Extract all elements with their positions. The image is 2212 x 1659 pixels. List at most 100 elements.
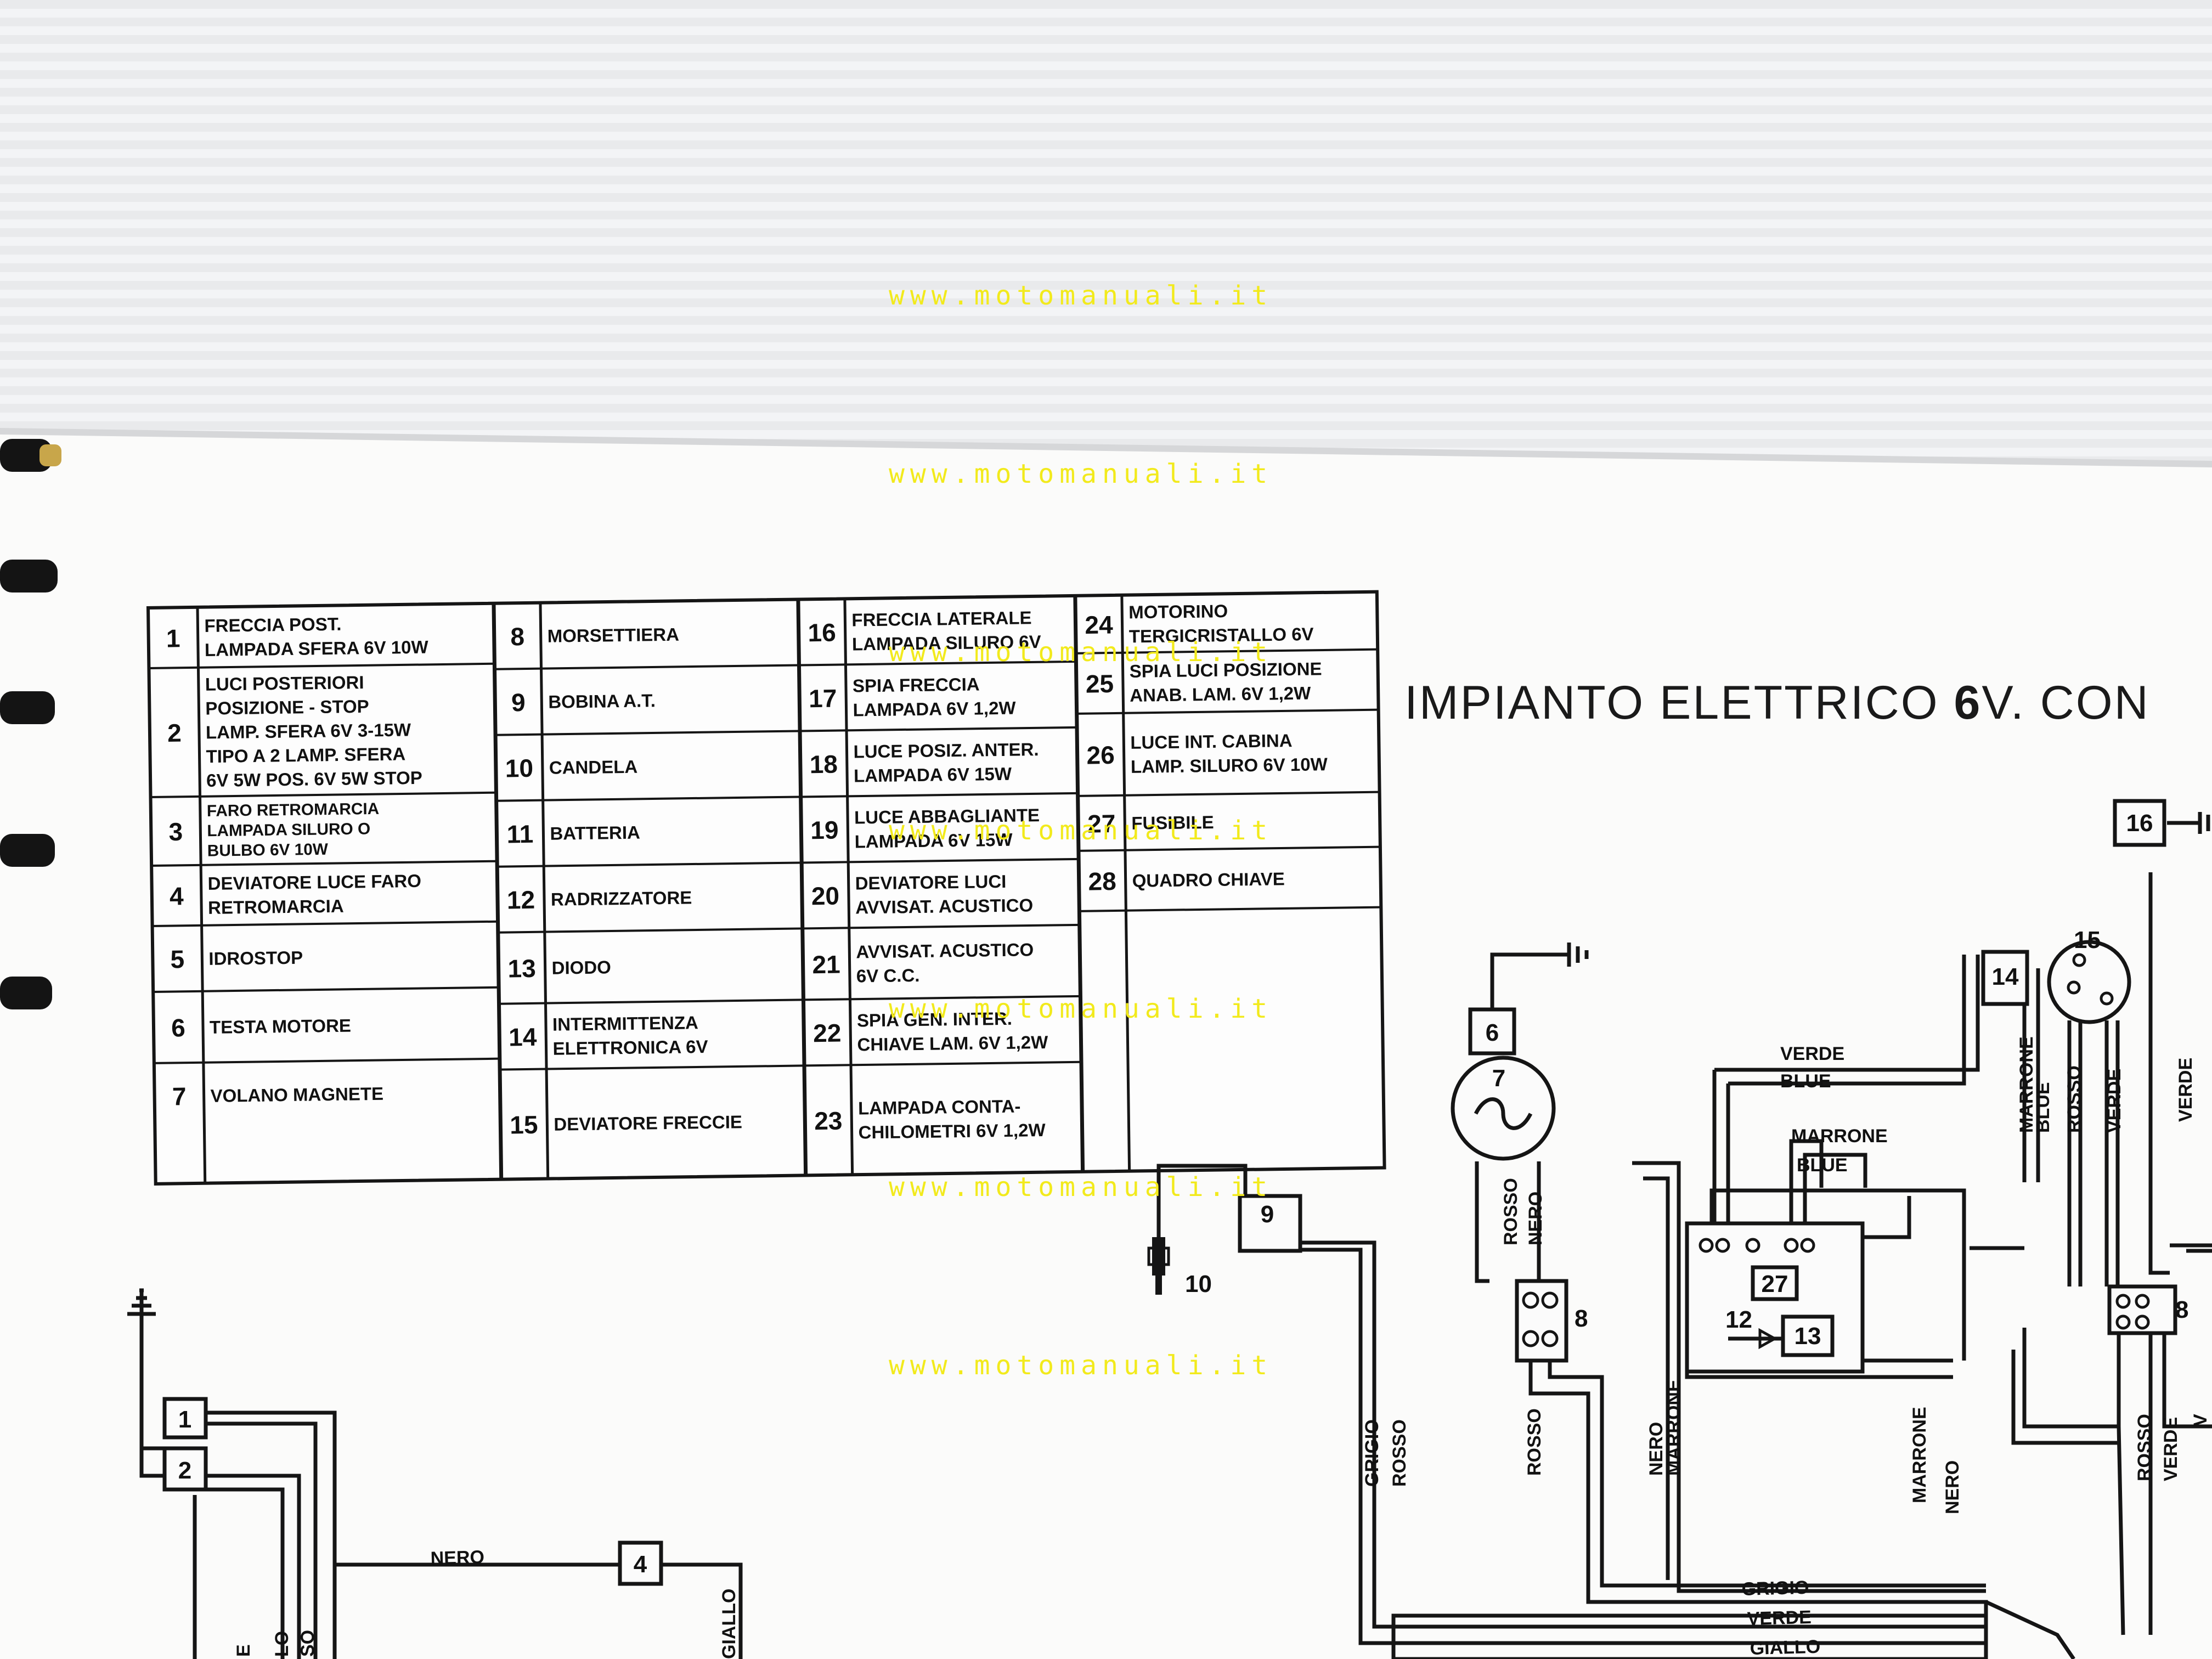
legend-item-description: INTERMITTENZA — [552, 1012, 698, 1034]
legend-item-description: LAMPADA SILURO O — [207, 820, 370, 840]
svg-text:27: 27 — [1762, 1271, 1788, 1297]
wire-label: VERDE — [1747, 1607, 1812, 1629]
component-16: 16 — [2113, 799, 2166, 847]
legend-item-number: 22 — [813, 1019, 842, 1048]
wire-label: GRIGIO — [1741, 1577, 1809, 1600]
legend-item-description: CHILOMETRI 6V 1,2W — [858, 1120, 1046, 1142]
legend-item-description: LAMPADA 6V 15W — [854, 830, 1013, 852]
legend-item-description: SPIA FRECCIA — [853, 674, 980, 696]
page-edge-shadow — [0, 428, 2212, 467]
legend-item-number: 26 — [1086, 741, 1115, 770]
wire-label: MARRONE — [1909, 1407, 1930, 1503]
legend-item-number: 6 — [171, 1013, 185, 1042]
legend-item-description: LAMP. SILURO 6V 10W — [1131, 754, 1328, 777]
wire-label: MARRONE — [1791, 1126, 1888, 1147]
component-8-right-terminal-block: 8 — [2107, 1284, 2188, 1335]
legend-item-description: POSIZIONE - STOP — [205, 696, 369, 719]
legend-item-description: BATTERIA — [550, 822, 640, 844]
legend-item-number: 27 — [1087, 809, 1116, 838]
legend-item-number: 7 — [172, 1082, 187, 1110]
wire-label: GRIGIO — [1362, 1419, 1383, 1487]
legend-item-number: 3 — [168, 817, 183, 846]
component-4: 4 — [618, 1541, 663, 1586]
legend-item-description: LAMPADA 6V 1,2W — [853, 698, 1016, 720]
legend-item-description: LUCE ABBAGLIANTE — [854, 805, 1040, 827]
legend-item-number: 5 — [170, 945, 184, 973]
legend-item-description: LUCE POSIZ. ANTER. — [853, 739, 1039, 761]
legend-item-description: BOBINA A.T. — [548, 690, 656, 712]
legend-grid — [149, 595, 1381, 1183]
legend-item-number: 18 — [809, 750, 838, 779]
ground-symbol — [127, 1288, 156, 1316]
wire-label: BLUE — [1797, 1155, 1848, 1176]
legend-item-number: 19 — [810, 816, 839, 845]
component-10-spark-plug: 10 — [1147, 1237, 1212, 1297]
wire-label: GIALLO — [1750, 1637, 1820, 1659]
wire-labels: VERDE BLUE MARRONE BLUE ROSSO NERO ROSSO… — [233, 1036, 2211, 1659]
legend-item-description: MOTORINO — [1128, 601, 1228, 622]
legend-item-description: 6V 5W POS. 6V 5W STOP — [206, 768, 422, 791]
diagram-title: IMPIANTO ELETTRICO 6V. CON — [1404, 676, 2150, 729]
watermark: www.motomanuali.it — [889, 280, 1273, 311]
component-1: 1 — [162, 1397, 208, 1440]
legend-item-number: 12 — [507, 885, 535, 915]
wire-label: ROSSO — [1500, 1178, 1521, 1245]
svg-text:8: 8 — [2175, 1296, 2188, 1323]
svg-text:12: 12 — [1725, 1306, 1752, 1333]
watermark: www.motomanuali.it — [889, 459, 1273, 489]
svg-text:16: 16 — [2126, 810, 2153, 837]
svg-text:6: 6 — [1486, 1019, 1499, 1046]
legend-item-description: FRECCIA LATERALE — [851, 607, 1032, 630]
svg-text:13: 13 — [1795, 1323, 1821, 1350]
legend-item-number: 11 — [506, 820, 533, 849]
legend-item-number: 16 — [808, 618, 836, 647]
svg-text:2: 2 — [178, 1457, 191, 1484]
legend-item-description: SPIA LUCI POSIZIONE — [1129, 658, 1322, 681]
legend-item-number: 10 — [505, 754, 533, 783]
legend-item-description: QUADRO CHIAVE — [1132, 868, 1285, 891]
legend-item-description: LUCE INT. CABINA — [1130, 730, 1293, 753]
legend-item-description: 6V C.C. — [856, 965, 920, 986]
watermark: www.motomanuali.it — [889, 637, 1273, 668]
legend-item-description: LUCI POSTERIORI — [205, 672, 364, 695]
legend-item-description: LAMPADA SFERA 6V 10W — [205, 637, 429, 660]
legend-item-description: ANAB. LAM. 6V 1,2W — [1130, 683, 1311, 706]
legend-item-number: 28 — [1088, 867, 1116, 896]
legend-item-description: MORSETTIERA — [547, 624, 679, 646]
legend-item-description: AVVISAT. ACUSTICO — [855, 895, 1033, 917]
watermark: www.motomanuali.it — [889, 1350, 1273, 1381]
legend-item-number: 13 — [507, 954, 536, 983]
wire-label: VERDE — [2104, 1069, 2125, 1133]
legend-item-description: DIODO — [551, 957, 611, 978]
legend-item-number: 17 — [809, 684, 837, 713]
watermarks: www.motomanuali.it www.motomanuali.it ww… — [889, 280, 1273, 1381]
wire-label: VERDE — [1780, 1043, 1844, 1064]
wire-label: VERDE — [2175, 1058, 2196, 1122]
component-8-terminal-block: 8 — [1515, 1279, 1588, 1363]
component-7-flywheel: 7 — [1451, 1056, 1556, 1161]
legend-item-number: 20 — [811, 882, 840, 911]
svg-text:4: 4 — [634, 1551, 647, 1578]
legend-item-description: ELETTRONICA 6V — [552, 1036, 708, 1059]
legend-item-description: TESTA MOTORE — [210, 1015, 351, 1037]
legend-item-description: TERGICRISTALLO 6V — [1129, 624, 1314, 646]
legend-item-description: LAMP. SFERA 6V 3-15W — [206, 720, 411, 743]
wire-label: LO — [272, 1631, 292, 1657]
legend-item-description: BULBO 6V 10W — [207, 840, 329, 860]
legend-item-number: 23 — [814, 1107, 843, 1136]
legend-item-number: 21 — [812, 950, 840, 979]
legend-item-description: IDROSTOP — [208, 947, 303, 969]
legend-item-description: RETROMARCIA — [208, 896, 344, 918]
legend-item-number: 1 — [166, 624, 180, 652]
component-15-switch: 15 — [2047, 927, 2131, 1024]
component-12-13-27-block: 27 13 12 — [1685, 1221, 1865, 1374]
spiral-binding — [0, 439, 61, 1009]
wire-label: ROSSO — [2134, 1414, 2155, 1481]
wire-label: ROSSO — [1389, 1419, 1410, 1487]
legend-item-number: 4 — [170, 882, 184, 910]
svg-text:1: 1 — [178, 1406, 191, 1433]
legend-item-number: 14 — [509, 1023, 537, 1052]
svg-text:7: 7 — [1492, 1065, 1505, 1092]
